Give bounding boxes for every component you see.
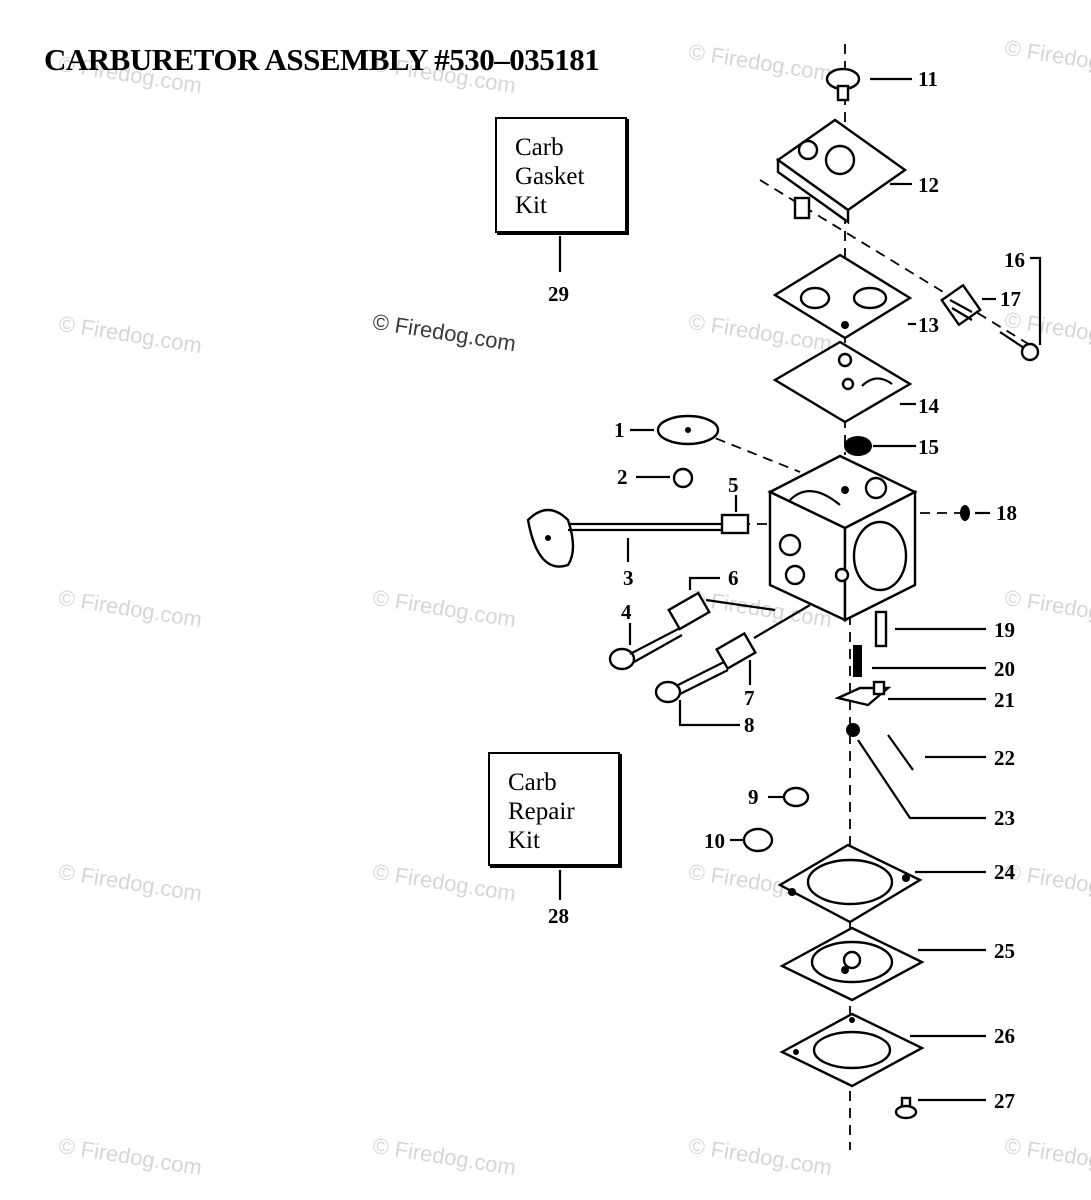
kit-label-line: Repair	[508, 798, 575, 825]
callout-29: 29	[548, 282, 569, 306]
callout-21: 21	[994, 688, 1015, 712]
callout-5: 5	[728, 473, 739, 497]
part-20-pin	[853, 645, 862, 677]
part-11-screw	[825, 67, 861, 102]
part-6-spring	[667, 591, 776, 631]
kit-label-line: Kit	[515, 192, 547, 219]
carb-gasket-kit-box: Carb Gasket Kit	[495, 117, 627, 233]
part-carburetor-body	[767, 454, 918, 622]
part-24-gasket	[777, 843, 923, 924]
callout-1: 1	[614, 418, 625, 442]
callout-13: 13	[918, 313, 939, 337]
callout-16: 16	[1004, 248, 1025, 272]
part-9-welch-plug	[782, 786, 810, 808]
part-12-pump-cover	[775, 118, 908, 225]
callout-23: 23	[994, 806, 1015, 830]
page-title: CARBURETOR ASSEMBLY #530–035181	[44, 42, 600, 77]
callout-25: 25	[994, 939, 1015, 963]
callout-26: 26	[994, 1024, 1015, 1048]
callout-14: 14	[918, 394, 939, 418]
callout-27: 27	[994, 1089, 1015, 1113]
part-26-metering-cover	[779, 1012, 925, 1088]
callout-11: 11	[918, 67, 938, 91]
part-23-screw	[846, 723, 860, 737]
callout-10: 10	[704, 829, 725, 853]
callout-20: 20	[994, 657, 1015, 681]
callout-17: 17	[1000, 287, 1021, 311]
callout-18: 18	[996, 501, 1017, 525]
kit-label-line: Gasket	[515, 163, 585, 190]
part-7-spring	[715, 604, 811, 671]
part-27-screw	[894, 1096, 918, 1120]
callout-22: 22	[994, 746, 1015, 770]
part-21-control-lever	[834, 680, 892, 707]
part-14-gasket	[772, 340, 913, 424]
callout-3: 3	[623, 566, 634, 590]
part-8-needle	[654, 661, 729, 704]
kit-label-line: Carb	[515, 134, 564, 161]
callout-28: 28	[548, 904, 569, 928]
callout-7: 7	[744, 686, 755, 710]
callout-24: 24	[994, 860, 1015, 884]
part-19-needle-valve	[874, 610, 888, 648]
part-15-filter-screen	[844, 436, 872, 456]
callout-4: 4	[621, 600, 632, 624]
callout-9: 9	[748, 785, 759, 809]
part-13-pump-diaphragm	[772, 253, 913, 340]
part-22-spring	[887, 734, 914, 771]
part-17-spring	[940, 283, 982, 327]
part-16-screw	[999, 331, 1040, 362]
part-2-plug	[672, 467, 694, 489]
kit-label-line: Carb	[508, 769, 557, 796]
part-5-spring	[720, 513, 750, 535]
kit-label-line: Kit	[508, 827, 540, 854]
callout-2: 2	[617, 465, 628, 489]
part-3-throttle-shaft	[526, 508, 722, 568]
callout-12: 12	[918, 173, 939, 197]
callout-19: 19	[994, 618, 1015, 642]
callout-6: 6	[728, 566, 739, 590]
part-10-welch-plug	[742, 827, 774, 853]
carb-repair-kit-box: Carb Repair Kit	[488, 752, 620, 866]
part-4-needle	[608, 627, 683, 671]
callout-8: 8	[744, 713, 755, 737]
callout-15: 15	[918, 435, 939, 459]
part-25-metering-diaphragm	[779, 926, 925, 1002]
part-18-plug	[960, 505, 970, 521]
